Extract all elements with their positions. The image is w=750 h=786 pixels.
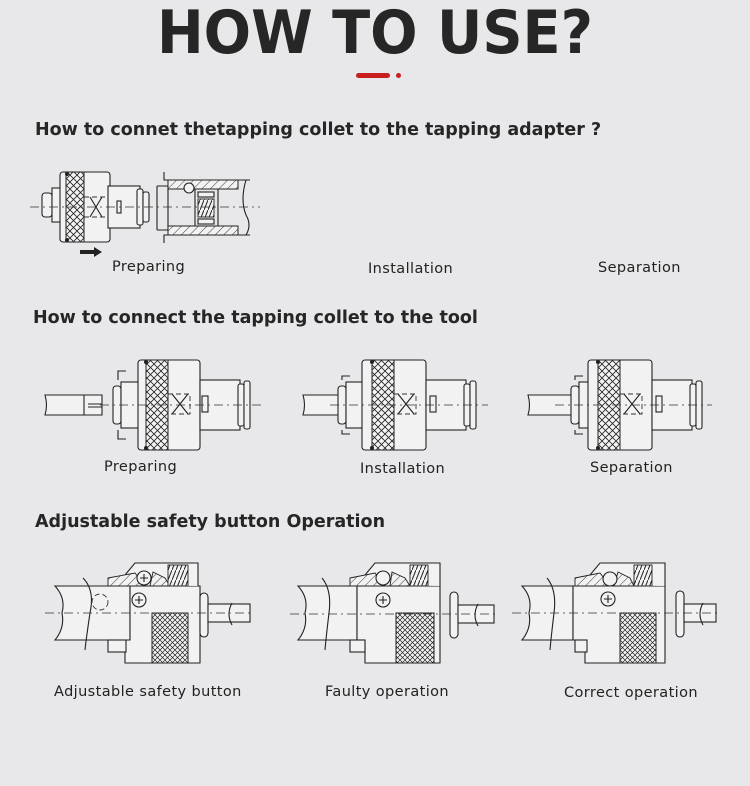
title-accent-dot [396,73,401,78]
caption-faulty-operation: Faulty operation [325,684,450,700]
safety-button-faulty-figure [290,562,496,664]
caption-adapter-separation: Separation [598,260,681,276]
title-accent-bar [356,73,390,78]
section-heading-adapter: How to connet thetapping collet to the t… [35,120,602,140]
caption-tool-preparing: Preparing [104,459,178,475]
page-title: HOW TO USE? [156,0,594,68]
caption-tool-installation: Installation [360,461,446,477]
caption-adjustable-safety-button: Adjustable safety button [54,684,242,700]
safety-button-correct-figure [512,562,720,664]
caption-adapter-installation: Installation [368,261,454,277]
section-heading-safety-button: Adjustable safety button Operation [35,512,386,532]
collet-tool-preparing-figure [44,359,262,451]
collet-adapter-preparing-figure [30,171,260,257]
caption-adapter-preparing: Preparing [112,259,186,275]
safety-button-adjustable-figure [45,562,252,664]
caption-tool-separation: Separation [590,460,673,476]
collet-tool-installation-figure [302,359,488,451]
collet-tool-separation-figure [527,359,712,451]
caption-correct-operation: Correct operation [564,685,698,701]
section-heading-tool: How to connect the tapping collet to the… [33,308,478,328]
